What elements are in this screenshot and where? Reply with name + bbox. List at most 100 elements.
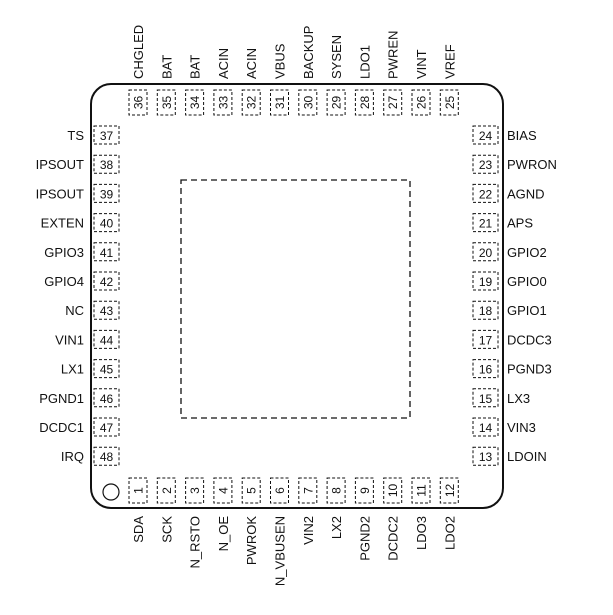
pin-pad-17 — [472, 329, 499, 349]
pin-label-26: VINT — [414, 49, 429, 79]
pin-label-19: GPIO0 — [507, 274, 547, 289]
pin-pad-8 — [326, 477, 346, 504]
pin-number-5: 5 — [245, 487, 259, 494]
pin-label-25: VREF — [442, 44, 457, 79]
pin-label-4: N_OE — [216, 516, 231, 552]
pin-label-33: ACIN — [216, 48, 231, 79]
pin-label-21: APS — [507, 216, 533, 231]
pin-pad-28 — [354, 89, 374, 116]
pin-label-3: N_RSTO — [188, 516, 203, 569]
pin-number-31: 31 — [273, 96, 287, 110]
pin-pad-16 — [472, 359, 499, 379]
pin-pad-14 — [472, 417, 499, 437]
pin-label-1: SDA — [131, 516, 146, 543]
pin-label-13: LDOIN — [507, 449, 547, 464]
pin-pad-24 — [472, 125, 499, 145]
pin-number-1: 1 — [132, 487, 146, 494]
pin-label-42: GPIO4 — [44, 274, 84, 289]
pin-pad-39 — [93, 183, 120, 203]
pin-number-43: 43 — [100, 304, 114, 318]
pin-pad-18 — [472, 300, 499, 320]
pins-bottom: 1SDA2SCK3N_RSTO4N_OE5PWROK6N_VBUSEN7VIN2… — [128, 477, 459, 586]
package-body — [90, 83, 504, 509]
pin-pad-23 — [472, 154, 499, 174]
pin-label-29: SYSEN — [329, 35, 344, 79]
pin-number-46: 46 — [100, 392, 114, 406]
pin-label-31: VBUS — [273, 43, 288, 79]
pin-label-22: AGND — [507, 186, 545, 201]
pin-number-12: 12 — [443, 484, 457, 498]
pin1-marker — [102, 483, 120, 501]
pin-label-14: VIN3 — [507, 420, 536, 435]
pin-number-28: 28 — [358, 96, 372, 110]
pin-number-37: 37 — [100, 129, 114, 143]
pin-label-18: GPIO1 — [507, 303, 547, 318]
pin-label-2: SCK — [159, 516, 174, 543]
pin-label-16: PGND3 — [507, 362, 552, 377]
pin-pad-46 — [93, 388, 120, 408]
pin-label-39: IPSOUT — [36, 186, 84, 201]
pin-number-23: 23 — [479, 158, 493, 172]
pin-label-34: BAT — [188, 55, 203, 79]
pin-label-27: PWREN — [386, 31, 401, 79]
pin-number-36: 36 — [132, 96, 146, 110]
pins-left: 37TS38IPSOUT39IPSOUT40EXTEN41GPIO342GPIO… — [36, 125, 120, 466]
pin-pad-36 — [128, 89, 148, 116]
pin-label-46: PGND1 — [39, 391, 84, 406]
pin-number-18: 18 — [479, 304, 493, 318]
pin-number-29: 29 — [330, 96, 344, 110]
pin-number-32: 32 — [245, 96, 259, 110]
pin-number-3: 3 — [188, 487, 202, 494]
pin-pad-19 — [472, 271, 499, 291]
pin-number-16: 16 — [479, 363, 493, 377]
pin-pad-11 — [411, 477, 431, 504]
pin-number-8: 8 — [330, 487, 344, 494]
pin-label-36: CHGLED — [131, 25, 146, 79]
pin-pad-9 — [354, 477, 374, 504]
pin-pad-12 — [439, 477, 459, 504]
pin-label-17: DCDC3 — [507, 332, 552, 347]
pin-pad-10 — [383, 477, 403, 504]
pin-pad-6 — [270, 477, 289, 504]
pin-label-10: DCDC2 — [386, 516, 401, 561]
pin-label-47: DCDC1 — [39, 420, 84, 435]
pin-pad-42 — [93, 271, 120, 291]
pin-pad-40 — [93, 213, 120, 233]
pin-label-28: LDO1 — [357, 45, 372, 79]
pin-label-5: PWROK — [244, 516, 259, 565]
pin-number-34: 34 — [188, 96, 202, 110]
pin-number-48: 48 — [100, 450, 114, 464]
pin-pad-21 — [472, 213, 499, 233]
pin-pad-44 — [93, 329, 120, 349]
pin-number-10: 10 — [386, 484, 400, 498]
pin-label-37: TS — [67, 128, 84, 143]
pin-pad-20 — [472, 242, 499, 262]
pin-number-38: 38 — [100, 158, 114, 172]
pin-label-43: NC — [65, 303, 84, 318]
pin-number-40: 40 — [100, 217, 114, 231]
pin-number-39: 39 — [100, 187, 114, 201]
pin-number-13: 13 — [479, 450, 493, 464]
pin-label-48: IRQ — [61, 449, 84, 464]
pin-label-40: EXTEN — [41, 216, 84, 231]
pin-number-24: 24 — [479, 129, 493, 143]
pin-number-35: 35 — [160, 96, 174, 110]
pin-pad-5 — [241, 477, 261, 504]
pin-label-20: GPIO2 — [507, 245, 547, 260]
pin-pad-30 — [298, 89, 318, 116]
pin-label-9: PGND2 — [357, 516, 372, 561]
pin-pad-34 — [185, 89, 205, 116]
pin-pad-48 — [93, 446, 120, 466]
pin-label-24: BIAS — [507, 128, 537, 143]
pin-number-47: 47 — [100, 421, 114, 435]
pin-label-12: LDO2 — [442, 516, 457, 550]
pin-label-44: VIN1 — [55, 332, 84, 347]
pin-number-26: 26 — [415, 96, 429, 110]
exposed-pad — [180, 179, 411, 419]
pin-pad-31 — [270, 89, 289, 116]
pin-number-20: 20 — [479, 246, 493, 260]
pin-number-15: 15 — [479, 392, 493, 406]
pin-pad-43 — [93, 300, 120, 320]
pin-label-41: GPIO3 — [44, 245, 84, 260]
